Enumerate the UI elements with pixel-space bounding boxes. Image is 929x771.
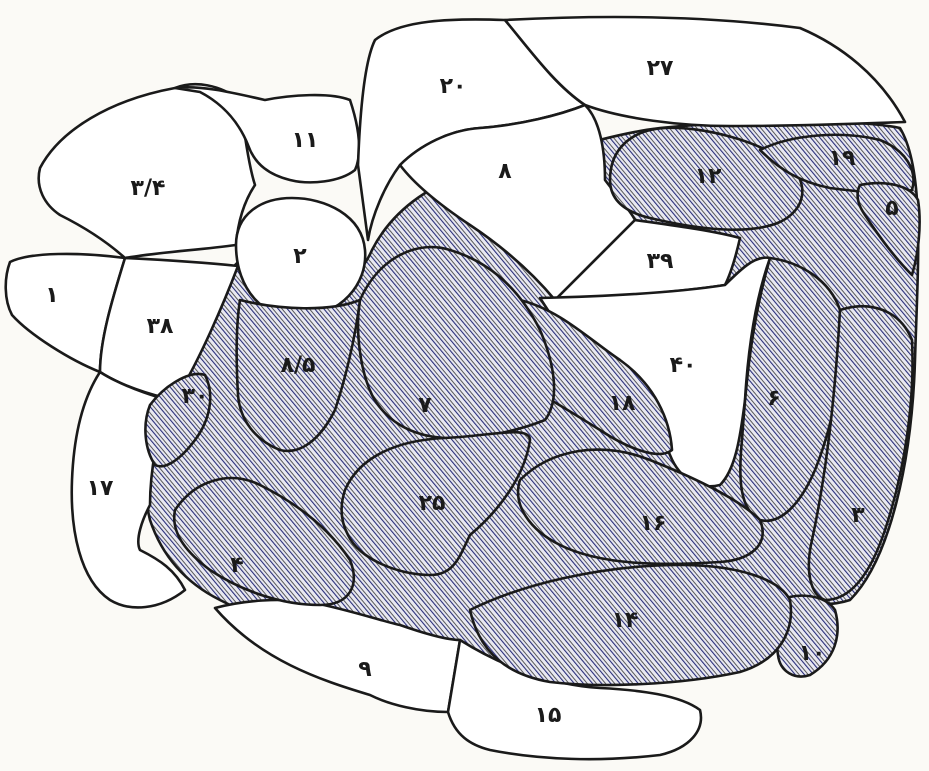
label-region-2: ٢	[293, 244, 307, 269]
label-region-5: ۵	[885, 196, 898, 221]
label-region-18: ١٨	[609, 391, 636, 416]
label-region-4: ۴	[230, 553, 243, 578]
label-region-20: ٢٠	[440, 74, 467, 99]
label-region-8: ٨	[498, 159, 512, 184]
label-region-27: ٢٧	[647, 56, 674, 81]
label-region-30: ٣٠	[182, 384, 209, 409]
region-34	[39, 84, 255, 258]
label-region-10: ١٠	[799, 641, 826, 666]
label-region-39: ٣٩	[647, 249, 674, 274]
label-region-1: ١	[45, 283, 58, 308]
label-region-17: ١٧	[87, 476, 114, 501]
label-region-11: ١١	[292, 128, 319, 153]
label-region-6: ۶	[767, 386, 780, 411]
label-region-9: ٩	[358, 657, 371, 682]
label-region-19: ١٩	[829, 146, 856, 171]
label-region-40: ۴٠	[670, 353, 697, 378]
label-region-25: ٢۵	[419, 491, 446, 516]
label-region-3: ٣	[851, 503, 865, 528]
label-region-34: ٣/۴	[131, 176, 166, 201]
label-region-7: ٧	[418, 393, 432, 418]
label-region-85: ٨/۵	[281, 353, 316, 378]
label-region-14: ١۴	[612, 608, 639, 633]
label-region-12: ١٢	[695, 164, 722, 189]
label-region-15: ١۵	[535, 703, 562, 728]
label-region-16: ١۶	[640, 511, 667, 536]
label-region-38: ٣٨	[147, 314, 174, 339]
